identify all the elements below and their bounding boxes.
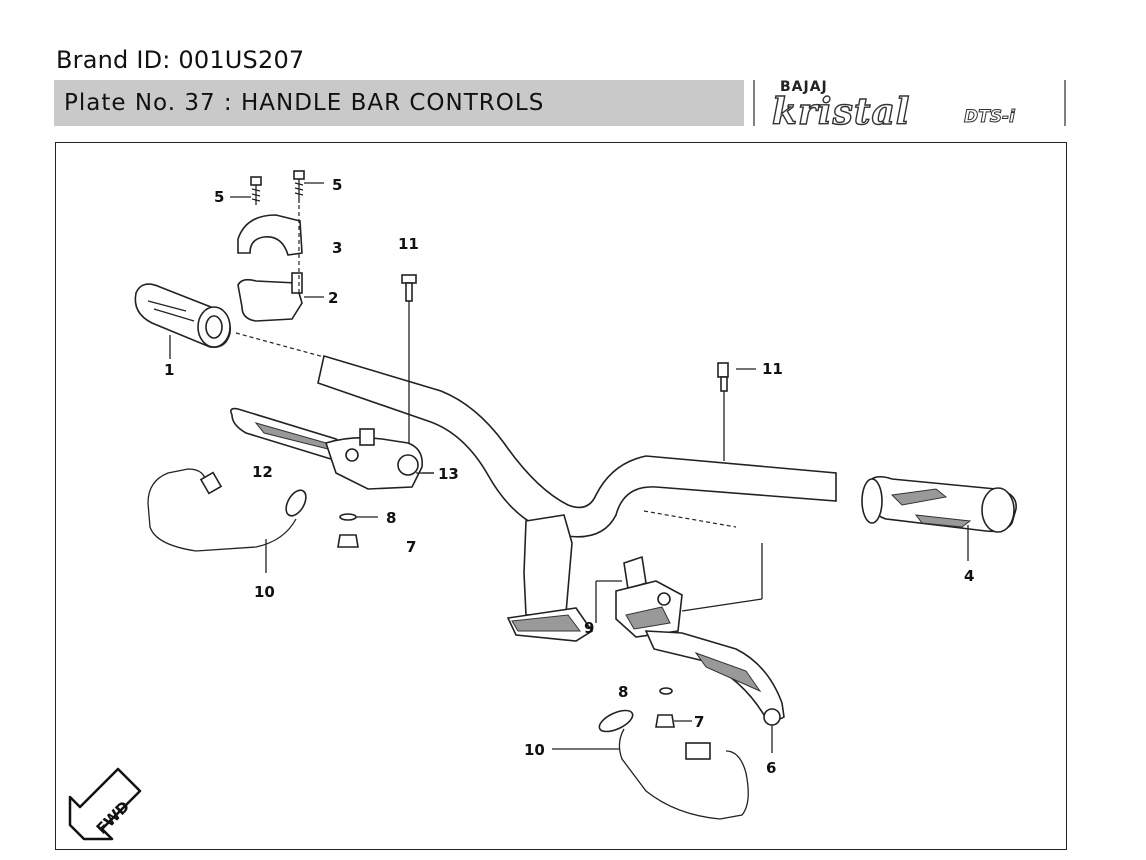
- callout-8-left: 8: [386, 509, 396, 527]
- callout-13: 13: [438, 465, 459, 483]
- switch-housing-lower: [237, 272, 303, 322]
- callout-9: 9: [584, 619, 594, 637]
- switch-housing-upper: [237, 214, 303, 256]
- screw-5-right: [293, 170, 305, 293]
- handlebar-tube: [235, 332, 837, 538]
- callout-7-left: 7: [406, 538, 416, 556]
- callout-6: 6: [766, 759, 776, 777]
- callout-numbers: 1 2 3 4 5 5 6 7 7 8 8 9 10 10 11 11 12 1…: [164, 176, 974, 777]
- handlebar-clamp: [506, 514, 594, 642]
- callout-1: 1: [164, 361, 174, 379]
- plate-title-bar: Plate No. 37 : HANDLE BAR CONTROLS: [54, 80, 744, 126]
- callout-10-right: 10: [524, 741, 545, 759]
- callout-5-right: 5: [332, 176, 342, 194]
- callout-2: 2: [328, 289, 338, 307]
- nut-7-left: [337, 534, 359, 548]
- svg-text:DTS-i: DTS-i: [964, 107, 1016, 127]
- bajaj-kristal-logo: BAJAJ kristal DTS-i: [753, 79, 1066, 128]
- bolt-11-right: [717, 362, 729, 461]
- callout-12: 12: [252, 463, 273, 481]
- fwd-arrow-icon: FWD: [68, 767, 142, 841]
- svg-text:kristal: kristal: [772, 91, 910, 128]
- right-grip: [861, 475, 1017, 561]
- callout-4: 4: [964, 567, 974, 585]
- callout-10-left: 10: [254, 583, 275, 601]
- screw-5-left: [250, 176, 262, 205]
- diagram-frame: 1 2 3 4 5 5 6 7 7 8 8 9 10 10 11 11 12 1…: [55, 142, 1067, 850]
- bolt-leader-right: [681, 543, 763, 612]
- clutch-lever: [230, 407, 434, 490]
- plate-title: Plate No. 37 : HANDLE BAR CONTROLS: [64, 90, 545, 116]
- handle-bar-exploded-diagram: 1 2 3 4 5 5 6 7 7 8 8 9 10 10 11 11 12 1…: [68, 170, 1017, 841]
- nut-7-right: [655, 687, 675, 728]
- brake-master-cylinder: [595, 555, 683, 638]
- svg-text:BAJAJ: BAJAJ: [780, 79, 828, 95]
- bolt-11-left: [401, 274, 417, 443]
- callout-5-left: 5: [214, 188, 224, 206]
- callout-7-right: 7: [694, 713, 704, 731]
- brake-lever: [644, 630, 785, 753]
- switch-cable-left: [147, 468, 307, 573]
- switch-cable-right: [598, 709, 749, 820]
- callout-8-right: 8: [618, 683, 628, 701]
- brand-id: Brand ID: 001US207: [56, 46, 305, 74]
- callout-11-left: 11: [398, 235, 419, 253]
- callout-11-right: 11: [762, 360, 783, 378]
- leader-lines: [230, 182, 756, 750]
- washer-8-left: [339, 513, 357, 521]
- left-grip: [134, 283, 232, 359]
- callout-3: 3: [332, 239, 342, 257]
